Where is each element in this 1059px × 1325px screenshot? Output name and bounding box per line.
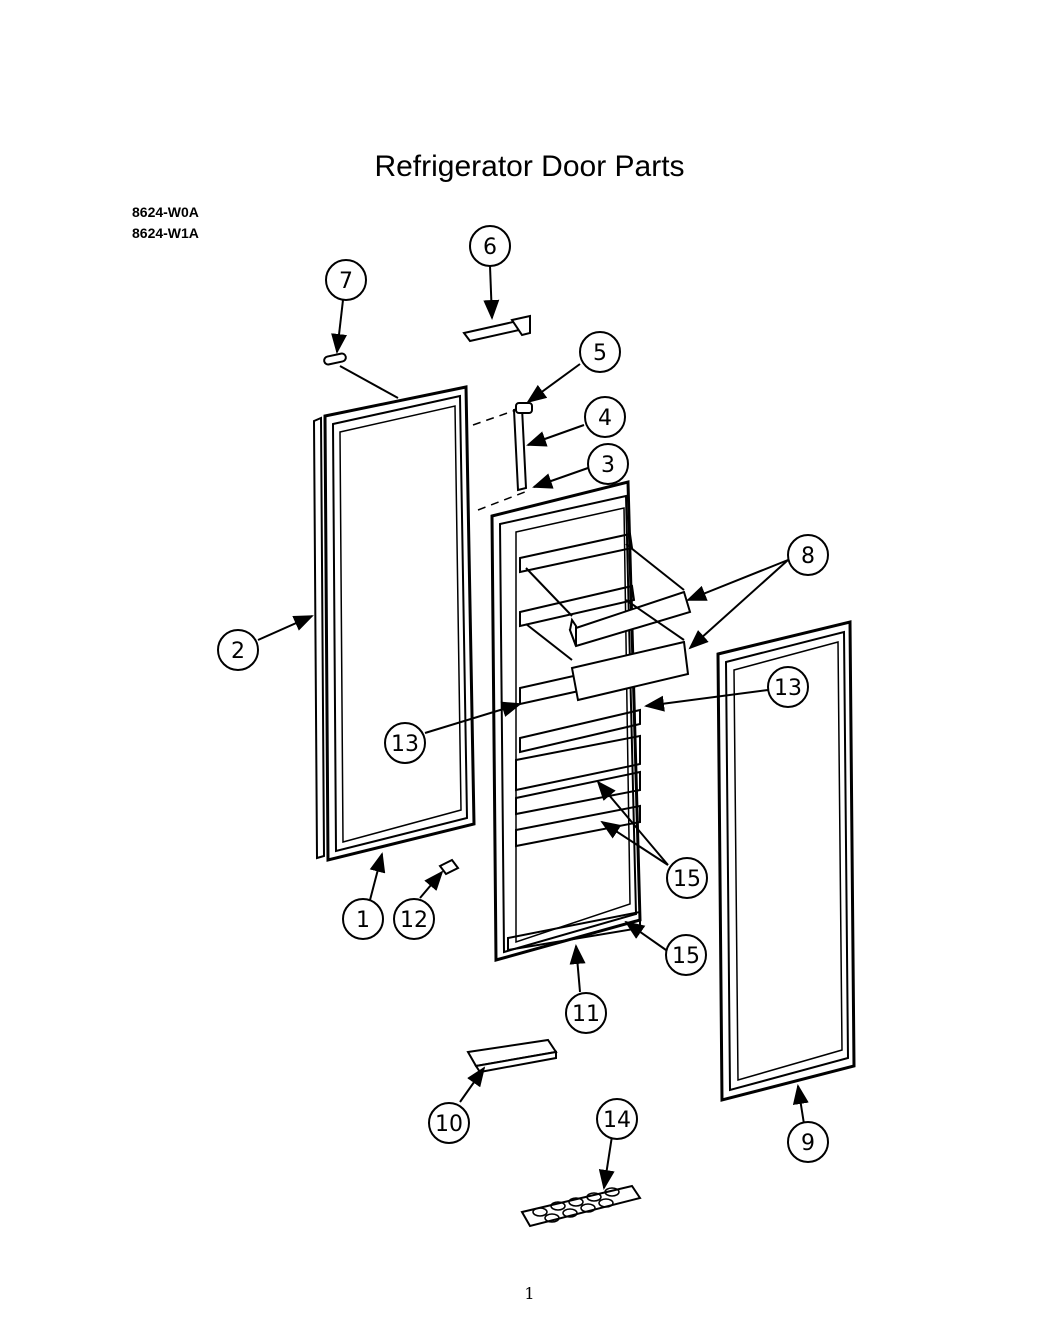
callout-5-label: 5 — [593, 341, 607, 366]
callout-7-label: 7 — [339, 269, 353, 294]
callout-2-label: 2 — [231, 639, 245, 664]
callout-15-upper-label: 15 — [673, 867, 701, 892]
callout-2: 2 — [217, 629, 259, 671]
part-12-clip — [438, 858, 460, 876]
callout-1-label: 1 — [356, 908, 370, 933]
callout-12-label: 12 — [400, 908, 428, 933]
callout-13-left-label: 13 — [391, 732, 419, 757]
callout-6-label: 6 — [483, 235, 497, 260]
callout-3: 3 — [587, 443, 629, 485]
part-9-door-gasket — [716, 620, 856, 1102]
callout-8: 8 — [787, 534, 829, 576]
callout-1: 1 — [342, 898, 384, 940]
page-number: 1 — [524, 1284, 535, 1303]
part-10-tray — [466, 1038, 558, 1074]
callout-11-label: 11 — [572, 1002, 600, 1027]
callout-circles: 6 7 5 4 3 8 2 13 13 15 1 12 15 11 14 10 … — [217, 225, 829, 1163]
callout-11: 11 — [565, 992, 607, 1034]
callout-10-label: 10 — [435, 1112, 463, 1137]
callout-10: 10 — [428, 1102, 470, 1144]
callout-14: 14 — [596, 1098, 638, 1140]
part-1-door-gasket — [323, 385, 476, 862]
part-14-egg-tray — [520, 1184, 642, 1228]
part-8-door-bins — [525, 543, 692, 702]
callout-4-label: 4 — [598, 406, 612, 431]
callout-15-upper: 15 — [666, 857, 708, 899]
model-number-1: 8624-W0A — [132, 204, 199, 220]
callout-15-lower-label: 15 — [672, 944, 700, 969]
callout-6: 6 — [469, 225, 511, 267]
callout-9: 9 — [787, 1121, 829, 1163]
callout-9-label: 9 — [801, 1131, 815, 1156]
part-11-door-liner — [490, 480, 642, 962]
part-4-hinge-rod — [512, 402, 533, 492]
callout-13-left: 13 — [384, 722, 426, 764]
part-7-pin — [323, 352, 347, 366]
callout-13-right-label: 13 — [774, 676, 802, 701]
model-number-2: 8624-W1A — [132, 225, 199, 241]
leader-lines — [257, 265, 809, 1190]
construction-lines — [472, 409, 531, 511]
callout-15-lower: 15 — [665, 934, 707, 976]
callout-14-label: 14 — [603, 1108, 631, 1133]
part-6-hinge-bracket — [462, 314, 531, 343]
callout-7: 7 — [325, 259, 367, 301]
callout-13-right: 13 — [767, 666, 809, 708]
callout-3-label: 3 — [601, 453, 615, 478]
callout-8-label: 8 — [801, 544, 815, 569]
callout-4: 4 — [584, 396, 626, 438]
callout-12: 12 — [393, 898, 435, 940]
page-title: Refrigerator Door Parts — [374, 150, 685, 183]
part-2-gasket-strip — [312, 416, 326, 860]
callout-5: 5 — [579, 331, 621, 373]
